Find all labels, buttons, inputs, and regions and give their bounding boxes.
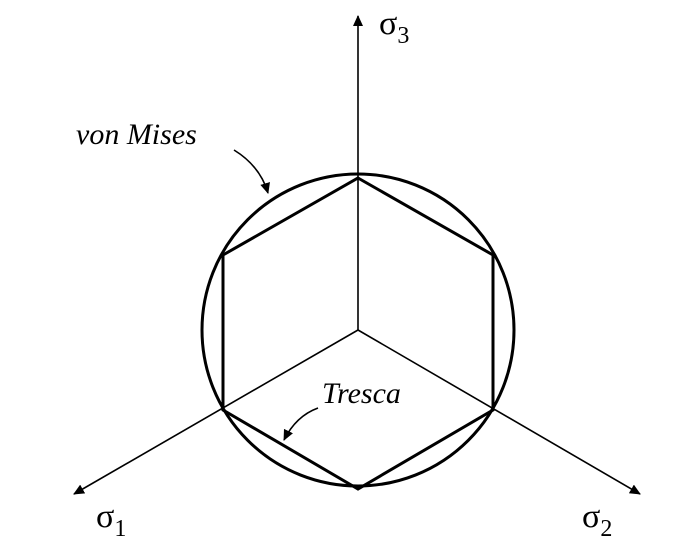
sigma1-symbol: σ <box>96 498 114 535</box>
sigma3-subscript: 3 <box>397 23 409 49</box>
von-mises-leader-arrow <box>233 149 270 194</box>
sigma3-symbol: σ <box>379 5 397 42</box>
tresca-label: Tresca <box>322 377 401 410</box>
sigma2-subscript: 2 <box>600 516 612 542</box>
sigma2-axis <box>357 329 641 495</box>
sigma1-axis <box>73 329 359 495</box>
sigma1-subscript: 1 <box>114 516 126 542</box>
tresca-leader-arrow <box>283 407 319 441</box>
tresca-hexagon <box>221 176 495 491</box>
sigma2-label: σ2 <box>582 498 612 542</box>
sigma1-label: σ1 <box>96 498 126 542</box>
sigma2-symbol: σ <box>582 498 600 535</box>
von-mises-circle <box>200 172 516 488</box>
von-mises-label: von Mises <box>76 118 197 151</box>
sigma3-label: σ3 <box>379 5 409 49</box>
